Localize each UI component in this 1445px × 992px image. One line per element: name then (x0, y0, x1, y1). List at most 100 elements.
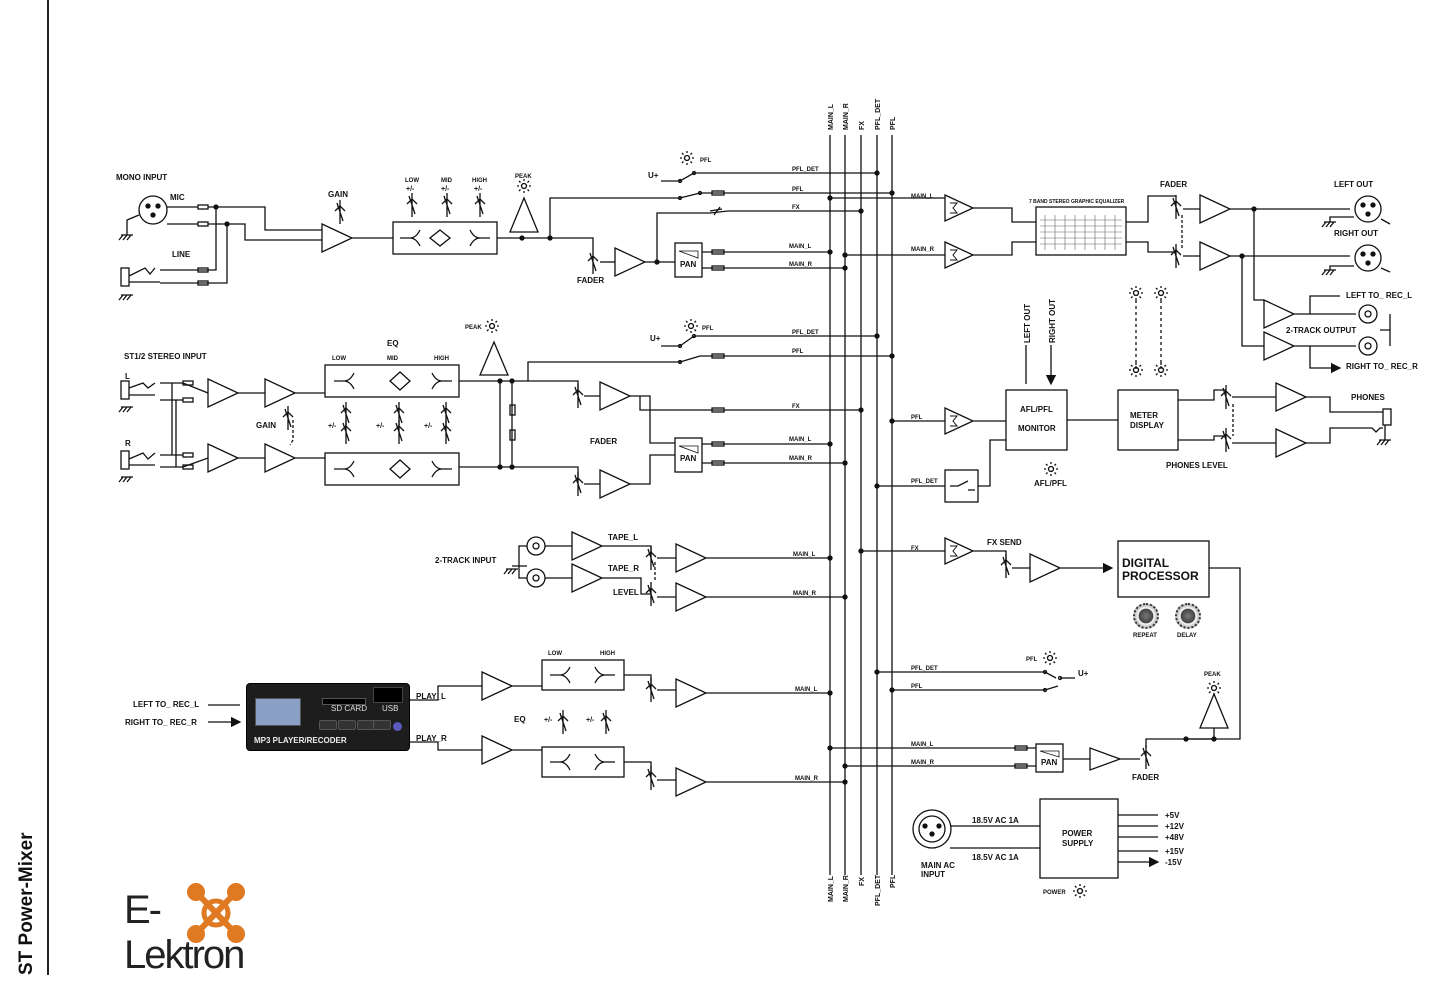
bus-label-pfl-bottom: PFL (890, 874, 897, 888)
power-label: POWER (1062, 829, 1092, 838)
mp3-high-pm: +/- (586, 717, 595, 724)
bus-label-main-l-bottom: MAIN_L (828, 875, 835, 902)
tape-labels: 2-TRACK INPUT TAPE_L TAPE_R LEVEL MAIN_L… (435, 533, 817, 597)
return-pfl-led-label: PFL (1026, 657, 1038, 663)
master-section (827, 194, 1391, 368)
mono-channel (118, 150, 895, 301)
next-button[interactable] (338, 720, 356, 730)
stereo-pan-label: PAN (680, 454, 697, 463)
return-peak-label: PEAK (1204, 672, 1221, 678)
bus-label-main-l-top: MAIN_L (828, 103, 835, 130)
power-labels: 18.5V AC 1A 18.5V AC 1A MAIN AC INPUT PO… (921, 811, 1185, 896)
display-label: DISPLAY (1130, 421, 1165, 430)
meter-display (1117, 389, 1179, 451)
two-track-input-label: 2-TRACK INPUT (435, 556, 496, 565)
stereo-pan (674, 437, 703, 473)
rail-15v-neg: -15V (1165, 858, 1183, 867)
stereo-pfl-bus-label: PFL (792, 349, 804, 355)
line-jack (120, 267, 130, 287)
rail-15v-pos: +15V (1165, 847, 1185, 856)
stereo-channel (118, 318, 895, 499)
return-fader-label: FADER (1132, 773, 1159, 782)
stereo-l-label: L (125, 372, 130, 381)
bus-label-fx-bottom: FX (859, 877, 866, 886)
master-main-l-label: MAIN_L (911, 194, 934, 200)
prev-button[interactable] (319, 720, 337, 730)
tape-main-r-label: MAIN_R (793, 591, 817, 597)
bus-labels-bottom: MAIN_L MAIN_R FX PFL_DET PFL (828, 874, 897, 906)
phones-level-label: PHONES LEVEL (1166, 461, 1228, 470)
mono-mid-pm: +/- (441, 186, 450, 193)
side-rule (47, 0, 49, 975)
bus-label-main-r-top: MAIN_R (843, 103, 850, 130)
left-out-label: LEFT OUT (1334, 180, 1373, 189)
stereo-mid-pm: +/- (376, 423, 385, 430)
bus-labels-top: MAIN_L MAIN_R FX PFL_DET PFL (828, 98, 897, 130)
afl-pfl-monitor (1005, 389, 1068, 451)
mono-pan-label: PAN (680, 260, 697, 269)
mp3-section (208, 659, 848, 797)
bus-columns (829, 135, 893, 875)
stereo-eq-label: EQ (387, 339, 399, 348)
rail-12v: +12V (1165, 822, 1185, 831)
return-pfl-label: PFL (911, 684, 923, 690)
rail-48v: +48V (1165, 833, 1185, 842)
mp3-high-label: HIGH (600, 651, 615, 657)
tape-r-label: TAPE_R (608, 564, 639, 573)
monitor-left-out-label: LEFT OUT (1023, 304, 1032, 343)
mp3-player-recorder: SD CARD USB MP3 PLAYER/RECODER (246, 683, 410, 751)
return-main-r-label: MAIN_R (911, 760, 935, 766)
mp3-labels: LEFT TO_ REC_L RIGHT TO_ REC_R PLAY_L PL… (125, 651, 819, 782)
power-indicator-icon (393, 722, 402, 731)
main-ac-inlet (912, 809, 952, 849)
processor-label: PROCESSOR (1122, 569, 1199, 583)
mono-gain-label: GAIN (328, 190, 348, 199)
digital-label: DIGITAL (1122, 556, 1169, 570)
sd-card-label: SD CARD (331, 704, 368, 713)
mono-pfl-bus-label: PFL (792, 187, 804, 193)
bus-label-pfl-det-bottom: PFL_DET (875, 874, 882, 906)
xlr-mic-jack (138, 195, 168, 225)
bus-label-main-r-bottom: MAIN_R (843, 875, 850, 902)
logo-mark-icon (187, 883, 245, 943)
ac-label-1: 18.5V AC 1A (972, 816, 1019, 825)
line-label: LINE (172, 250, 191, 259)
stereo-mid-label: MID (387, 356, 399, 362)
stereo-pfl-det-label: PFL_DET (792, 330, 819, 336)
return-labels: PFL_DET PFL PFL U+ PEAK MAIN_L MAIN_R PA… (911, 657, 1221, 782)
logo: E-Lektron (124, 878, 264, 977)
return-main-l-label: MAIN_L (911, 742, 934, 748)
mp3-right-rec-label: RIGHT TO_ REC_R (125, 718, 197, 727)
stereo-main-l-label: MAIN_L (789, 437, 812, 443)
repeat-knob[interactable] (1133, 603, 1159, 629)
tape-input (503, 531, 848, 612)
afl-pfl-led-label: AFL/PFL (1034, 479, 1067, 488)
mono-pfl-label: PFL (700, 158, 712, 164)
stereo-main-r-label: MAIN_R (789, 456, 813, 462)
digital-processor (1117, 540, 1210, 598)
afl-pfl-label: AFL/PFL (1020, 405, 1053, 414)
play-pause-button[interactable] (373, 720, 391, 730)
delay-knob[interactable] (1175, 603, 1201, 629)
mono-fx-label: FX (792, 205, 800, 211)
meter-label: METER (1130, 411, 1158, 420)
return-pfl-det-label: PFL_DET (911, 666, 938, 672)
usb-label: USB (382, 704, 399, 713)
two-track-output-label: 2-TRACK OUTPUT (1286, 326, 1356, 335)
monitor-label: MONITOR (1018, 424, 1056, 433)
page-title: ST Power-Mixer (16, 832, 37, 975)
mono-uplus-label: U+ (648, 171, 659, 180)
mp3-main-r-label: MAIN_R (795, 776, 819, 782)
bus-label-fx-top: FX (859, 121, 866, 130)
mp3-eq-label: EQ (514, 715, 526, 724)
return-section (827, 650, 1229, 773)
stereo-fx-label: FX (792, 404, 800, 410)
power-section (912, 798, 1158, 899)
power-led-label: POWER (1043, 890, 1066, 896)
master-labels: MAIN_L MAIN_R 7 BAND STEREO GRAPHIC EQUA… (911, 180, 1418, 371)
mono-main-r-label: MAIN_R (789, 262, 813, 268)
stereo-low-pm: +/- (328, 423, 337, 430)
return-uplus-label: U+ (1078, 669, 1089, 678)
